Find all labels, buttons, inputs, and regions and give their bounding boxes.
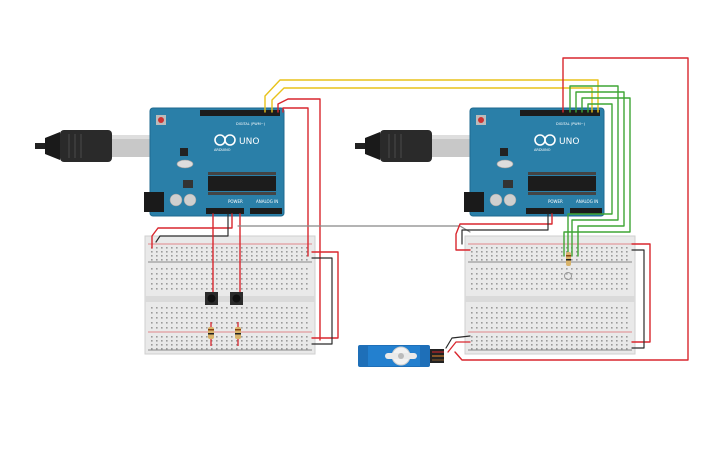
board-brand: ARDUINO (214, 148, 231, 152)
usb-cable-icon (35, 130, 152, 162)
resistor-icon (208, 322, 214, 346)
wiring (151, 57, 689, 361)
resistor-icon (235, 322, 241, 346)
arduino-logo-icon (534, 134, 556, 146)
board-brand: ARDUINO (534, 148, 551, 152)
board-analog-label: ANALOG IN (256, 199, 278, 204)
board-power-label: POWER (228, 199, 243, 204)
resistor-icon (566, 252, 571, 266)
board-digital-label: DIGITAL (PWM~) (556, 122, 586, 126)
usb-cable-icon (355, 130, 472, 162)
arduino-logo-icon (214, 134, 236, 146)
pushbutton-icon (205, 292, 218, 305)
board-power-label: POWER (548, 199, 563, 204)
board-model: UNO (559, 137, 579, 147)
board-model: UNO (239, 137, 259, 147)
breadboard-right (464, 235, 636, 355)
arduino-board-right: DIGITAL (PWM~) UNO ARDUINO POWER ANALOG … (464, 107, 605, 217)
arduino-board-left: DIGITAL (PWM~) UNO ARDUINO POWER ANALOG … (144, 107, 285, 217)
pushbutton-icon (230, 292, 243, 305)
board-analog-label: ANALOG IN (576, 199, 598, 204)
servo-icon (358, 345, 444, 367)
board-digital-label: DIGITAL (PWM~) (236, 122, 266, 126)
potentiometer-icon (564, 272, 572, 280)
